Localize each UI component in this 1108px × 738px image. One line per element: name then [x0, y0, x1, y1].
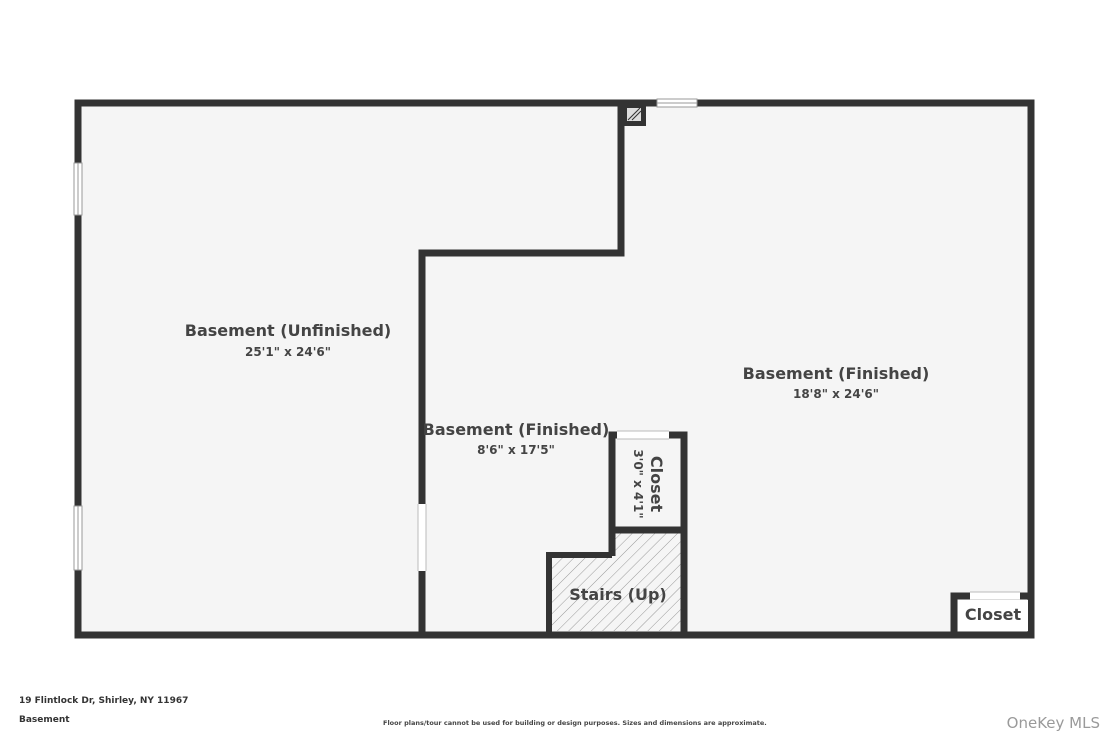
- door-opening-corner-closet: [970, 591, 1020, 601]
- floor-name: Basement: [19, 715, 70, 725]
- room-label-closet-corner: Closet: [965, 605, 1022, 624]
- watermark-logo: OneKey MLS: [1006, 714, 1100, 732]
- room-dims-basement-finished-left: 8'6" x 17'5": [477, 443, 555, 457]
- room-dims-closet-vertical: 3'0" x 4'1": [631, 449, 645, 518]
- chase-box-line: [631, 110, 642, 121]
- window-left-upper: [73, 162, 83, 216]
- room-label-basement-finished-left: Basement (Finished): [423, 420, 610, 439]
- room-label-stairs: Stairs (Up): [569, 585, 667, 604]
- chase-box-line: [627, 107, 641, 121]
- exterior-wall: [74, 99, 1035, 639]
- floor-area: [75, 100, 1034, 638]
- interior-wall-stairs: [546, 552, 612, 634]
- door-opening-divider: [417, 504, 427, 571]
- window-top: [656, 98, 698, 108]
- corner-closet-area: [958, 600, 1028, 631]
- room-dims-basement-unfinished: 25'1" x 24'6": [245, 345, 331, 359]
- interior-wall-divider: [418, 103, 625, 634]
- window-left-lower: [73, 505, 83, 571]
- disclaimer-text: Floor plans/tour cannot be used for buil…: [383, 719, 767, 727]
- room-label-basement-unfinished: Basement (Unfinished): [185, 321, 391, 340]
- room-dims-basement-finished-right: 18'8" x 24'6": [793, 387, 879, 401]
- room-label-basement-finished-right: Basement (Finished): [743, 364, 930, 383]
- door-opening-closet: [617, 430, 669, 440]
- property-address: 19 Flintlock Dr, Shirley, NY 11967: [19, 696, 189, 706]
- room-label-closet-vertical: Closet: [647, 456, 666, 513]
